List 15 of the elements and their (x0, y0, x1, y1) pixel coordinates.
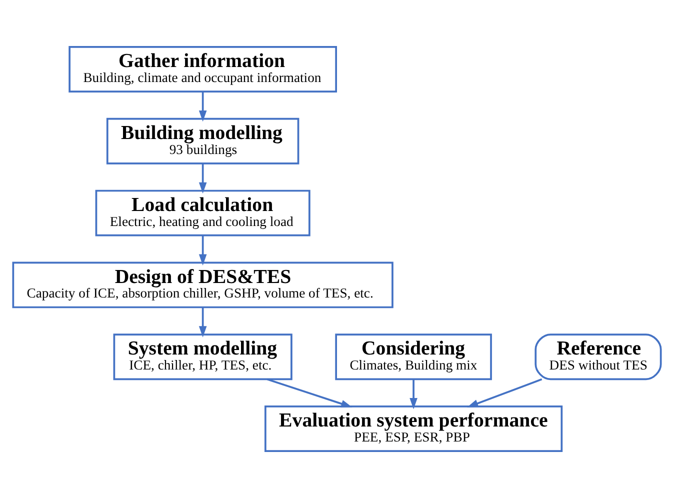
arrow (198, 235, 207, 265)
node-box: Building modelling 93 buildings (106, 117, 300, 164)
node-box: System modelling ICE, chiller, HP, TES, etc. (113, 333, 292, 380)
node-box: Gather information Building, climate and occupant information (68, 46, 337, 92)
arrow (466, 378, 542, 407)
node-box: Evaluation system performance PEE, ESP, ESR, PBP (264, 405, 563, 452)
arrow (198, 91, 207, 122)
node-box: Considering Climates, Building mix (335, 333, 492, 380)
arrow (266, 378, 352, 408)
node-box: Load calculation Electric, heating and cooling load (95, 189, 310, 236)
arrow (410, 378, 418, 409)
arrow (198, 163, 207, 194)
node-box: Reference DES without TES (534, 333, 662, 380)
node-box: Design of DES&TES Capacity of ICE, absorption chiller, GSHP, volume of TES, etc. (12, 261, 394, 308)
arrow (198, 306, 207, 337)
